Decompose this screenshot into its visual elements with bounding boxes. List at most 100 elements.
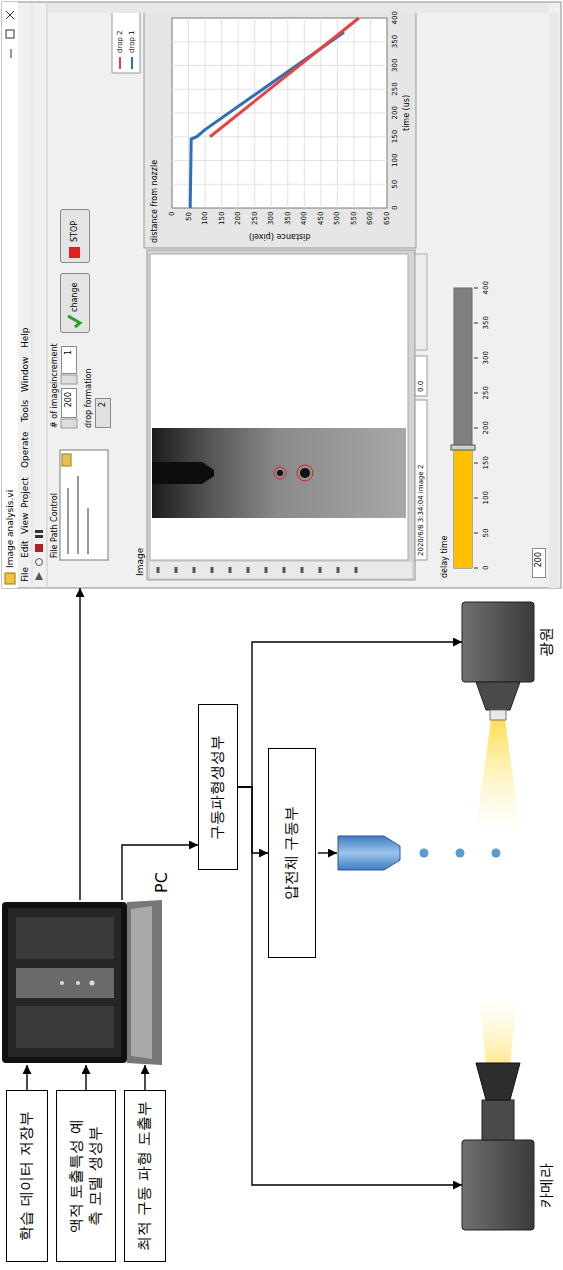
laptop-drawing — [2, 900, 162, 1065]
connector-arrow — [144, 1065, 145, 1090]
control-label: delay time — [440, 536, 449, 578]
menu-item: Help — [20, 327, 30, 348]
axis-title: time (us) — [402, 95, 411, 131]
status-field — [415, 400, 427, 560]
legend-sample — [119, 57, 121, 69]
axis-tick: 250 — [391, 82, 399, 95]
light-source: 광원 — [462, 598, 534, 722]
button: STOP — [60, 209, 90, 263]
legend-sample — [131, 57, 133, 69]
light-source-drawing — [462, 602, 534, 834]
folder-icon — [62, 454, 71, 466]
image-panel — [147, 250, 415, 580]
image-droplet — [277, 470, 283, 476]
toolbar-line — [47, 2, 48, 588]
process-box: 압전체 구동부 — [268, 748, 316, 958]
screen-area — [8, 908, 121, 1057]
numeric-field: 200 — [532, 548, 546, 578]
control-label: Image — [135, 548, 145, 576]
light-lens — [476, 682, 520, 710]
tool-icons — [158, 567, 356, 573]
light-glow — [479, 998, 517, 1063]
numeric-field: 2 — [95, 398, 111, 428]
node-text: 200 — [535, 552, 543, 567]
screen-strip — [16, 968, 114, 998]
process-box: 액적 토출특성 예측 모델 생성부 — [56, 1090, 116, 1262]
laptop-base — [127, 900, 162, 1065]
axis-tick: 400 — [300, 212, 308, 225]
connector-arrow — [85, 1065, 86, 1090]
axis-tick: 350 — [284, 212, 292, 225]
button: change — [60, 273, 90, 333]
scale-tick: 0 — [482, 566, 490, 570]
connector-arrow — [26, 1065, 27, 1090]
run-cont-icon — [36, 559, 43, 566]
axis-title: distance (pixel) — [248, 232, 310, 241]
camera-body — [462, 1140, 534, 1230]
axis-tick: 0 — [391, 206, 399, 210]
slider-fill — [454, 448, 472, 568]
window-frame — [2, 2, 561, 588]
node-text: 1 — [65, 350, 73, 355]
screen-dot — [76, 981, 80, 985]
axis-tick: 500 — [333, 212, 341, 225]
node-text: change — [71, 283, 79, 312]
plot-area — [172, 18, 387, 208]
droplet — [420, 849, 429, 858]
drop2-curve — [210, 18, 359, 137]
droplet — [492, 849, 501, 858]
axis-tick: 50 — [185, 212, 193, 221]
node-label: PC — [153, 872, 171, 893]
droplet — [456, 849, 465, 858]
run-icon — [35, 572, 43, 580]
scrollbar — [48, 3, 548, 13]
scale-tick: 300 — [482, 351, 490, 364]
axis-tick: 600 — [366, 212, 374, 225]
scale-tick: 400 — [482, 281, 490, 294]
axis-tick: 350 — [391, 35, 399, 48]
spin-arrows — [61, 419, 77, 428]
path-control — [60, 450, 108, 560]
axis-tick: 200 — [234, 212, 242, 225]
node-text: 최적 구동 파형 도출부 — [135, 1101, 155, 1250]
menu-item: Operate — [20, 431, 30, 468]
node-text: 200 — [65, 392, 73, 407]
software-window: Image analysis.vi2001changeSTOP2200FileE… — [2, 2, 561, 588]
connector-arrow — [79, 588, 80, 900]
droplet-marker — [274, 467, 286, 479]
control-label: drop formation — [84, 368, 93, 428]
menu-item: Project — [20, 477, 30, 508]
control-label: File Path Control — [50, 493, 59, 558]
progress-field — [415, 254, 427, 350]
node-label: Image analysis.vi — [5, 490, 15, 568]
menu-item: File — [20, 567, 30, 582]
node-label: 광원 — [538, 627, 555, 657]
laptop-keyboard — [131, 906, 152, 1059]
graph-title: distance from nozzle — [150, 160, 159, 243]
pause-icon — [35, 530, 43, 533]
minimize-icon — [11, 49, 12, 58]
axis-tick: 550 — [350, 212, 358, 225]
node-text: 압전체 구동부 — [282, 806, 302, 901]
drop1-curve — [190, 32, 344, 208]
screenshot-drawing — [2, 2, 561, 588]
scale-tick: 250 — [482, 386, 490, 399]
button-face — [60, 209, 90, 263]
node-text: 2 — [99, 402, 107, 407]
screen-panel — [16, 1006, 114, 1048]
scale-tick: 200 — [482, 421, 490, 434]
axis-tick: 300 — [267, 212, 275, 225]
abort-icon — [35, 544, 43, 552]
slider-thumb — [451, 445, 475, 450]
node-text: 액적 토출특성 예측 모델 생성부 — [67, 1114, 106, 1239]
menu-item: Window — [20, 357, 30, 393]
nozzle-drawing — [318, 836, 501, 870]
screen-panel — [16, 917, 114, 959]
light-tip — [490, 710, 506, 720]
menu-item: Tools — [20, 400, 30, 422]
control-label: # of image — [50, 384, 59, 428]
slider-track — [454, 288, 472, 568]
image-nozzle — [152, 462, 214, 484]
